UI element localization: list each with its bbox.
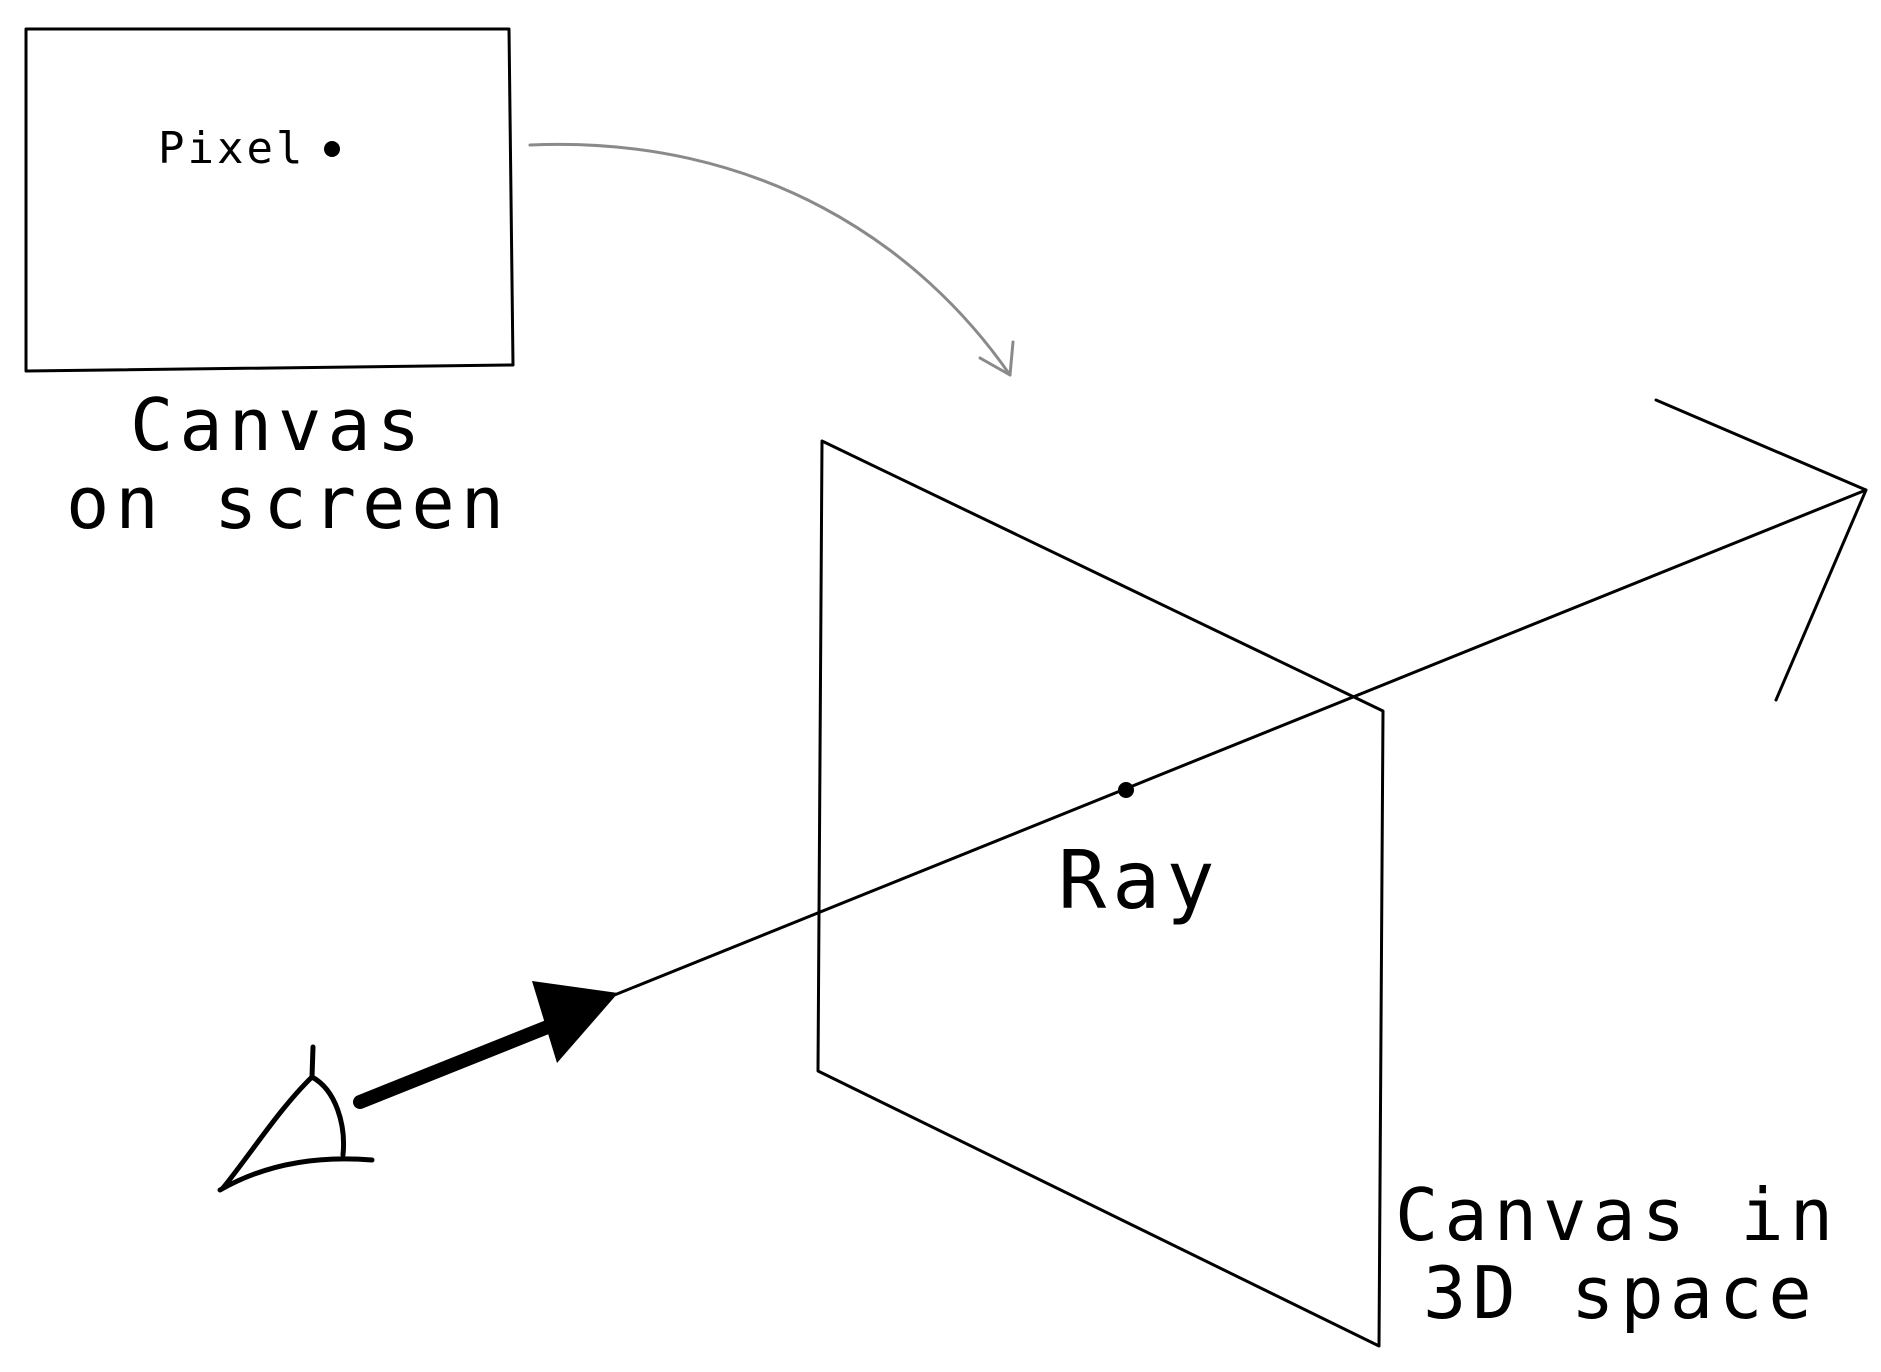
eye-icon-lower-lid: [217, 1156, 375, 1193]
screen-canvas-caption-line2: on screen: [66, 461, 510, 545]
ray-label: Ray: [1058, 834, 1221, 927]
ray-line: [610, 488, 1868, 998]
view-direction-arrow: [353, 981, 618, 1109]
pixel-label: Pixel: [158, 123, 305, 174]
world-canvas-caption-line1: Canvas in: [1395, 1173, 1839, 1257]
ray-group: [610, 398, 1868, 998]
eye-icon: [217, 1044, 375, 1193]
eye-icon-cornea: [309, 1074, 347, 1158]
screen-canvas-caption-line1: Canvas: [130, 383, 426, 467]
view-direction-head: [532, 981, 618, 1063]
world-canvas-caption-line2: 3D space: [1423, 1251, 1818, 1335]
ray-arrow-head: [1654, 398, 1868, 702]
mapping-arrow: [528, 142, 1015, 377]
view-direction-shaft: [353, 1015, 567, 1109]
eye-icon-stem: [309, 1044, 316, 1080]
ray-intersection-dot: [1118, 782, 1134, 798]
mapping-arrow-curve: [528, 142, 1012, 377]
eye-icon-lid: [220, 1074, 315, 1191]
pixel-dot: [324, 141, 340, 157]
mapping-arrow-head: [978, 340, 1015, 377]
screen-canvas-rect: [24, 27, 515, 373]
world-canvas-quad: [816, 439, 1385, 1348]
screen-canvas-group: Pixel: [24, 27, 515, 373]
